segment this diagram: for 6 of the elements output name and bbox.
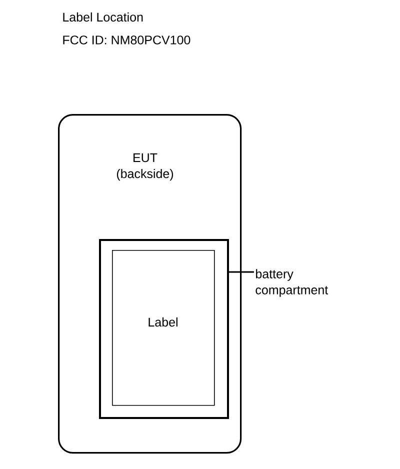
- leader-line: [229, 271, 254, 273]
- compartment-box: [99, 239, 229, 419]
- id-text: FCC ID: NM80PCV100: [63, 36, 190, 44]
- label-box: Label: [112, 250, 215, 406]
- title: Label Location: [63, 12, 143, 22]
- callout-text: battery compartment: [256, 269, 328, 297]
